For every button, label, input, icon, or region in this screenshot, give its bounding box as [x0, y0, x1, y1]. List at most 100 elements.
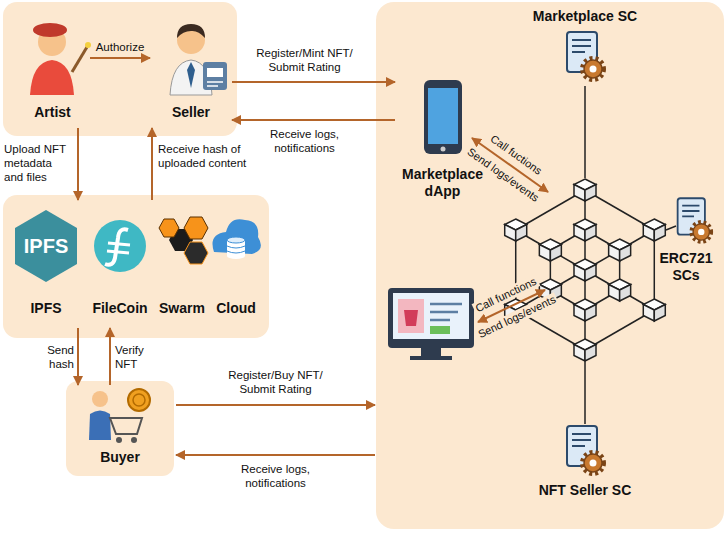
blockchain-network-part	[609, 245, 620, 262]
edge-label: Verify NFT	[115, 343, 165, 371]
web-app-icon-part	[398, 299, 424, 333]
contract-node: ERC721 SCs	[648, 192, 724, 288]
phone-icon	[424, 80, 462, 154]
blockchain-network-part	[643, 225, 654, 242]
buyer-icon-part	[131, 437, 137, 443]
blockchain-network	[505, 179, 666, 361]
buyer-icon-part	[116, 437, 122, 443]
swarm-icon-part	[184, 217, 208, 239]
web-app-icon-part	[430, 326, 450, 334]
blockchain-network-part	[550, 245, 561, 262]
phone-icon-part	[428, 88, 458, 144]
blockchain-network-part	[654, 225, 665, 242]
panels-part	[376, 2, 724, 529]
flow-arrow	[77, 128, 79, 200]
blockchain-network-part	[585, 265, 596, 282]
seller-node: Seller	[150, 8, 232, 128]
node-label: FileCoin	[85, 300, 155, 317]
storage-node: Cloud	[210, 200, 262, 328]
blockchain-network-part	[620, 245, 631, 262]
phone-icon-part	[441, 147, 446, 152]
contract-links-part	[584, 362, 586, 424]
edge-label: Authorize	[86, 40, 154, 54]
blockchain-network-part	[609, 285, 620, 302]
artist-node: Artist	[15, 8, 90, 128]
artist-icon-part	[72, 47, 87, 72]
node-label: Cloud	[210, 300, 262, 317]
panels	[3, 2, 724, 529]
contract-icons-part	[567, 32, 604, 80]
web-app-icon-part	[410, 356, 452, 360]
contract-icons-part	[678, 198, 712, 242]
edge-label: Receive logs, notifications	[242, 127, 367, 155]
node-label: Marketplace dApp	[395, 166, 490, 200]
buyer-icon-part	[128, 389, 150, 411]
flow-arrows-part	[176, 454, 375, 456]
buyer-icon-part	[133, 394, 145, 406]
artist-icon-part	[85, 42, 91, 48]
edge-label: Receive hash of uploaded content	[158, 142, 266, 170]
seller-icon-part	[187, 62, 195, 88]
contract-node: NFT Seller SC	[530, 420, 640, 510]
flow-label: Register/Buy NFT/ Submit Rating	[213, 368, 338, 396]
blockchain-network-part	[585, 305, 596, 322]
panels-part	[3, 195, 269, 338]
logo-text: IPFS	[10, 234, 82, 258]
buyer-icon-part	[92, 391, 108, 407]
blockchain-network-part	[585, 185, 596, 202]
storage-node: FileCoin	[85, 200, 155, 328]
storage-node: IPFSIPFS	[10, 200, 82, 328]
web-app-icon	[388, 288, 474, 360]
phone-icon-part	[424, 80, 462, 154]
edge-label: Register/Mint NFT/ Submit Rating	[242, 46, 367, 74]
cloud-icon	[213, 219, 261, 259]
flow-label: Receive logs, notifications	[213, 462, 338, 490]
blockchain-network-part	[574, 265, 585, 282]
blockchain-network-part	[574, 305, 585, 322]
cloud-icon-part	[227, 253, 245, 259]
blockchain-network-part	[574, 345, 585, 362]
cloud-icon-part	[227, 246, 245, 253]
node-label: Marketplace SC	[530, 8, 640, 25]
buyer-icon-part	[89, 411, 111, 441]
web-app-icon-part	[393, 293, 469, 339]
node-label: NFT Seller SC	[530, 482, 640, 499]
blockchain-network-part	[654, 305, 665, 322]
artist-icon-part	[30, 60, 74, 95]
flow-arrow	[90, 57, 150, 59]
cloud-icon-part	[227, 237, 245, 243]
storage-node: Swarm	[157, 200, 207, 328]
filecoin-icon-part	[94, 220, 146, 272]
flow-arrow	[151, 128, 153, 200]
swarm-icon-part	[159, 219, 179, 237]
buyer-icon	[89, 389, 150, 443]
artist-icon-part	[33, 23, 67, 37]
blockchain-network-part	[620, 285, 631, 302]
blockchain-network-part	[574, 185, 585, 202]
blockchain-network-part	[574, 225, 585, 242]
panels-part	[66, 381, 174, 476]
contract-node: Marketplace SC	[530, 8, 640, 88]
edge-label: Send hash	[26, 343, 74, 371]
flow-arrow	[109, 328, 111, 385]
contract-links-part	[666, 226, 676, 230]
seller-icon-part	[207, 68, 223, 77]
panels-part	[3, 2, 237, 136]
swarm-icon	[159, 217, 208, 264]
flow-arrow	[232, 119, 395, 121]
web-app-icon-part	[388, 288, 474, 348]
artist-icon	[30, 23, 91, 95]
buyer-icon-part	[110, 418, 142, 434]
node-label: Seller	[150, 104, 232, 121]
web-app-icon-part	[404, 310, 418, 326]
blockchain-network-part	[643, 305, 654, 322]
contract-icons-part	[567, 426, 604, 474]
flow-arrows-part	[176, 404, 375, 406]
blockchain-network-part	[585, 225, 596, 242]
flow-arrows	[176, 138, 548, 455]
filecoin-icon-part	[105, 229, 128, 264]
web-app-icon-part	[421, 348, 441, 356]
